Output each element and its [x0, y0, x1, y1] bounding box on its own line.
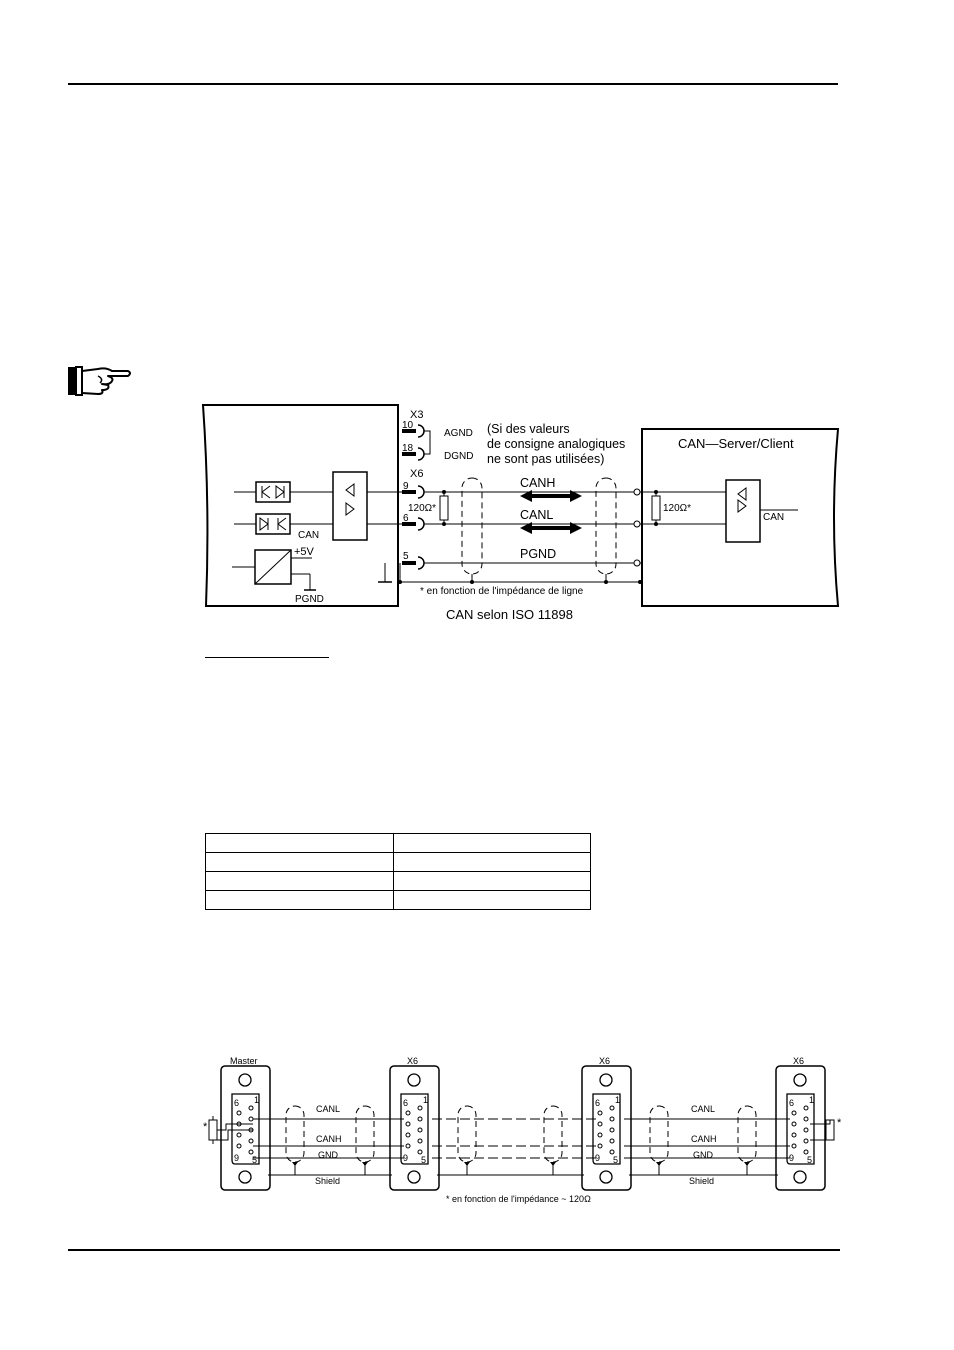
pin-1-number: 1 [254, 1095, 259, 1105]
master-label: Master [230, 1056, 258, 1066]
can-right-label: CAN [763, 512, 784, 523]
pin-9-label: 9 [403, 481, 409, 492]
pin-5-number: 5 [252, 1155, 257, 1165]
pin-9-number: 9 [234, 1153, 239, 1163]
canh-right-label: CANH [691, 1134, 717, 1144]
pin-6-label: 6 [403, 513, 409, 524]
pgnd-line-label: PGND [520, 547, 556, 561]
resistor-left-label: 120Ω* [408, 503, 436, 514]
table-row [205, 852, 591, 872]
star-left-label: * [203, 1121, 208, 1133]
pin-9-number: 9 [595, 1153, 600, 1163]
connector-x6-a [389, 1065, 440, 1191]
footer-rule [68, 1249, 840, 1251]
canh-label: CANH [520, 476, 555, 490]
pin-6-number: 6 [234, 1098, 239, 1108]
section-rule [205, 657, 329, 658]
header-rule [68, 83, 838, 85]
transceiver-box-left [332, 471, 368, 541]
table-row [205, 890, 591, 910]
pin-9-number: 9 [789, 1153, 794, 1163]
star-right-label: * [837, 1117, 842, 1129]
canl-left-label: CANL [316, 1104, 340, 1114]
pin-5-number: 5 [421, 1155, 426, 1165]
dgnd-label: DGND [444, 451, 473, 462]
pin-1-number: 1 [615, 1095, 620, 1105]
table-cell [393, 890, 591, 910]
pin-18-label: 18 [402, 443, 414, 454]
pin-6-number: 6 [403, 1098, 408, 1108]
canh-left-label: CANH [316, 1134, 342, 1144]
gnd-left-label: GND [318, 1150, 339, 1160]
connector-x3-label: X3 [410, 409, 423, 421]
topology-footnote: * en fonction de l'impédance ~ 120Ω [446, 1194, 591, 1204]
resistor-right-label: 120Ω* [663, 503, 691, 514]
drive-unit-outline [201, 404, 399, 607]
diagram-caption: CAN selon ISO 11898 [446, 607, 573, 622]
pin-1-number: 1 [809, 1095, 814, 1105]
pin-5-number: 5 [613, 1155, 618, 1165]
analog-note-line-2: de consigne analogiques [487, 437, 625, 451]
pin-5-label: 5 [403, 551, 409, 562]
shield-right-label: Shield [689, 1176, 714, 1186]
pin-6-number: 6 [789, 1098, 794, 1108]
analog-note-line-3: ne sont pas utilisées) [487, 452, 604, 466]
pin-6-number: 6 [595, 1098, 600, 1108]
pin-9-number: 9 [403, 1153, 408, 1163]
connector-master [220, 1065, 271, 1191]
canl-label: CANL [520, 508, 553, 522]
x6-label-c: X6 [793, 1056, 804, 1066]
plus-5v-label: +5V [294, 546, 315, 558]
pin-10-label: 10 [402, 420, 414, 431]
connector-x6-label: X6 [410, 468, 423, 480]
gnd-right-label: GND [693, 1150, 714, 1160]
can-left-label: CAN [298, 530, 319, 541]
diagram-footnote: * en fonction de l'impédance de ligne [420, 586, 584, 597]
transceiver-box-right [725, 479, 761, 543]
server-client-outline [641, 428, 840, 607]
termination-resistor-master [208, 1119, 218, 1141]
pgnd-supply-label: PGND [295, 594, 324, 605]
x6-label-a: X6 [407, 1056, 418, 1066]
analog-note-line-1: (Si des valeurs [487, 422, 570, 436]
x6-label-b: X6 [599, 1056, 610, 1066]
shield-left-label: Shield [315, 1176, 340, 1186]
connector-x6-c [775, 1065, 826, 1191]
agnd-label: AGND [444, 428, 473, 439]
canl-right-label: CANL [691, 1104, 715, 1114]
pin-assignment-table [205, 833, 591, 910]
server-client-title: CAN—Server/Client [678, 436, 794, 451]
pin-5-number: 5 [807, 1155, 812, 1165]
pin-1-number: 1 [423, 1095, 428, 1105]
connector-x6-b [581, 1065, 632, 1191]
